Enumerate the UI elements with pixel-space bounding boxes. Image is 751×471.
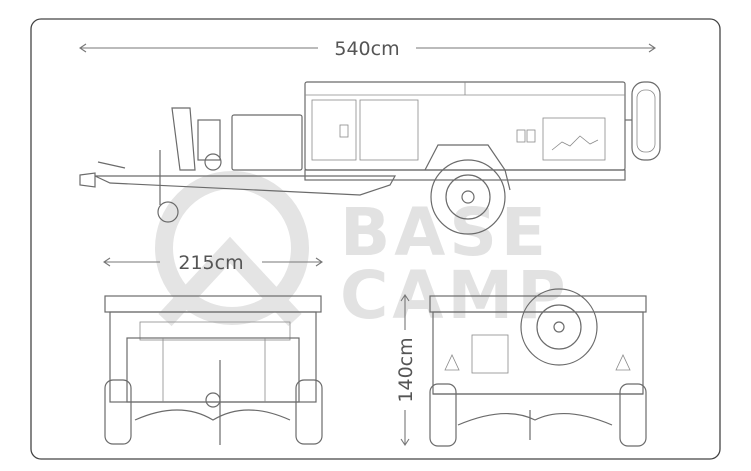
width-label: 215cm: [178, 252, 243, 274]
watermark-line1: BASE: [340, 194, 550, 271]
rear-spare-wheel: [520, 288, 598, 366]
front-view: [104, 295, 323, 445]
rear-view: [429, 288, 647, 447]
arrow-left-icon: [79, 43, 87, 53]
height-dimension: 140cm: [395, 294, 417, 446]
jockey-wheel: [157, 201, 179, 223]
length-dimension: 540cm: [79, 38, 656, 60]
arrow-right-icon: [315, 257, 323, 267]
watermark-logo-peak: [158, 236, 302, 327]
width-dimension: 215cm: [103, 252, 323, 274]
side-view: [79, 81, 661, 235]
front-left-wheel: [104, 379, 132, 445]
arrow-right-icon: [648, 43, 656, 53]
arrow-down-icon: [400, 438, 410, 446]
watermark-logo-ring: [155, 171, 309, 325]
side-spare-wheel: [631, 81, 661, 161]
diagram-frame: [30, 18, 721, 460]
arrow-left-icon: [103, 257, 111, 267]
rear-left-wheel: [429, 383, 457, 447]
arrow-up-icon: [400, 294, 410, 302]
length-label: 540cm: [334, 38, 399, 60]
front-right-wheel: [295, 379, 323, 445]
side-wheel: [430, 159, 506, 235]
height-label: 140cm: [395, 337, 417, 402]
rear-right-wheel: [619, 383, 647, 447]
